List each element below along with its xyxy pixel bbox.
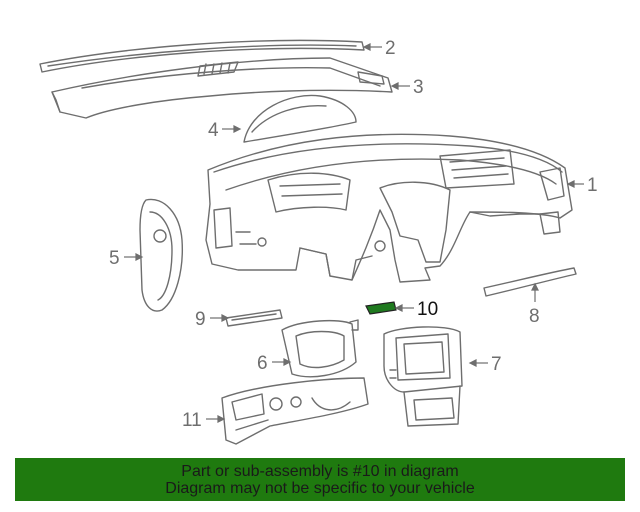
callout-6: 6 <box>257 353 268 374</box>
leader-arrow-8 <box>531 282 539 302</box>
part-9-trim-bezel[interactable] <box>225 309 283 327</box>
part-10-highlighted[interactable] <box>365 301 397 315</box>
part-2-trim-strip[interactable] <box>39 39 365 73</box>
leader-arrow-7 <box>468 359 488 367</box>
part-8-trim-strip[interactable] <box>483 267 577 297</box>
leader-arrow-1 <box>566 180 584 188</box>
part-3-defroster-panel[interactable] <box>51 57 393 119</box>
part-11-lower-panel[interactable] <box>221 377 369 445</box>
part-1-instrument-panel[interactable] <box>205 133 573 283</box>
callout-11: 11 <box>182 410 202 431</box>
leader-arrow-6 <box>272 358 292 366</box>
banner-line-1: Part or sub-assembly is #10 in diagram <box>181 462 459 480</box>
callout-2: 2 <box>385 38 396 59</box>
callout-3: 3 <box>413 77 424 98</box>
parts-diagram: 1 2 3 4 5 6 7 8 9 10 11 <box>39 38 598 445</box>
callout-8: 8 <box>529 306 540 327</box>
info-banner: Part or sub-assembly is #10 in diagram D… <box>15 458 625 501</box>
banner-line-2: Diagram may not be specific to your vehi… <box>165 479 475 497</box>
part-6-cluster-bezel[interactable] <box>281 319 359 378</box>
callout-5: 5 <box>109 248 120 269</box>
callout-7: 7 <box>491 354 502 375</box>
part-7-center-stack[interactable] <box>383 326 463 427</box>
leader-arrow-5 <box>124 253 144 261</box>
leader-arrow-9 <box>210 314 230 322</box>
part-4-instrument-hood[interactable] <box>243 94 357 143</box>
leader-arrow-11 <box>206 415 226 423</box>
leader-arrow-10 <box>394 304 414 312</box>
callout-1: 1 <box>587 175 598 196</box>
part-5-end-cap[interactable] <box>139 198 184 312</box>
leader-arrow-4 <box>222 125 242 133</box>
callout-4: 4 <box>208 120 219 141</box>
callout-10: 10 <box>417 299 438 320</box>
leader-arrow-3 <box>390 82 410 90</box>
callout-9: 9 <box>195 309 206 330</box>
leader-arrow-2 <box>362 43 382 51</box>
